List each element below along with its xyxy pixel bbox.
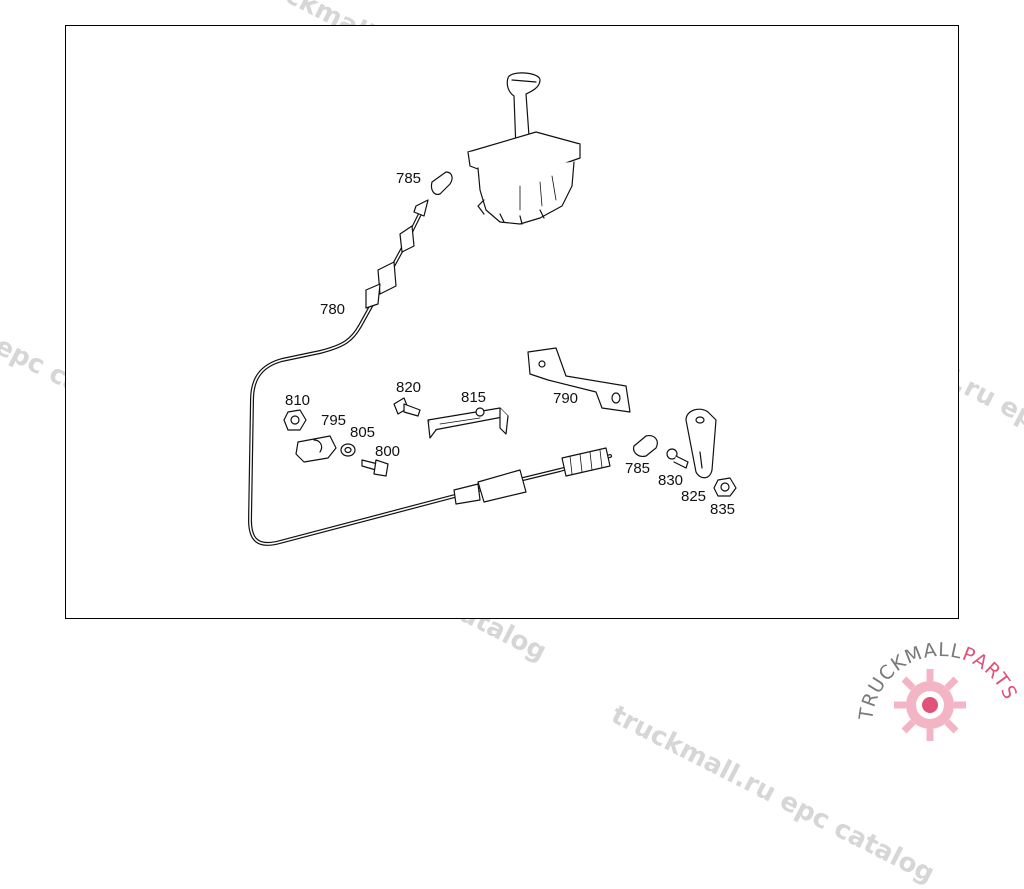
washer-805	[340, 443, 356, 457]
label-805: 805	[350, 424, 376, 441]
label-785-top: 785	[396, 170, 422, 187]
label-780: 780	[320, 301, 346, 318]
lever-825	[685, 408, 717, 479]
nut-835	[713, 477, 737, 497]
parts-diagram	[248, 72, 966, 741]
label-835: 835	[710, 501, 736, 518]
ball-socket-top	[430, 171, 453, 195]
shift-lever-assembly	[467, 72, 581, 225]
label-810: 810	[285, 392, 311, 409]
label-785-bottom: 785	[625, 460, 651, 477]
label-795: 795	[321, 412, 347, 429]
diagram-frame	[65, 25, 959, 619]
shift-cable	[248, 199, 612, 546]
ball-stud-830	[666, 448, 689, 469]
label-790: 790	[553, 390, 579, 407]
bracket-815	[427, 407, 509, 439]
truckmall-parts-logo	[894, 669, 966, 741]
nut-810	[283, 409, 307, 431]
label-820: 820	[396, 379, 422, 396]
bracket-790	[527, 347, 631, 413]
bolt-800	[361, 459, 389, 477]
bolt-820	[393, 397, 421, 417]
label-830: 830	[658, 472, 684, 489]
label-815: 815	[461, 389, 487, 406]
label-800: 800	[375, 443, 401, 460]
clamp-795	[295, 435, 337, 463]
label-825: 825	[681, 488, 707, 505]
ball-socket-bottom	[633, 435, 658, 457]
